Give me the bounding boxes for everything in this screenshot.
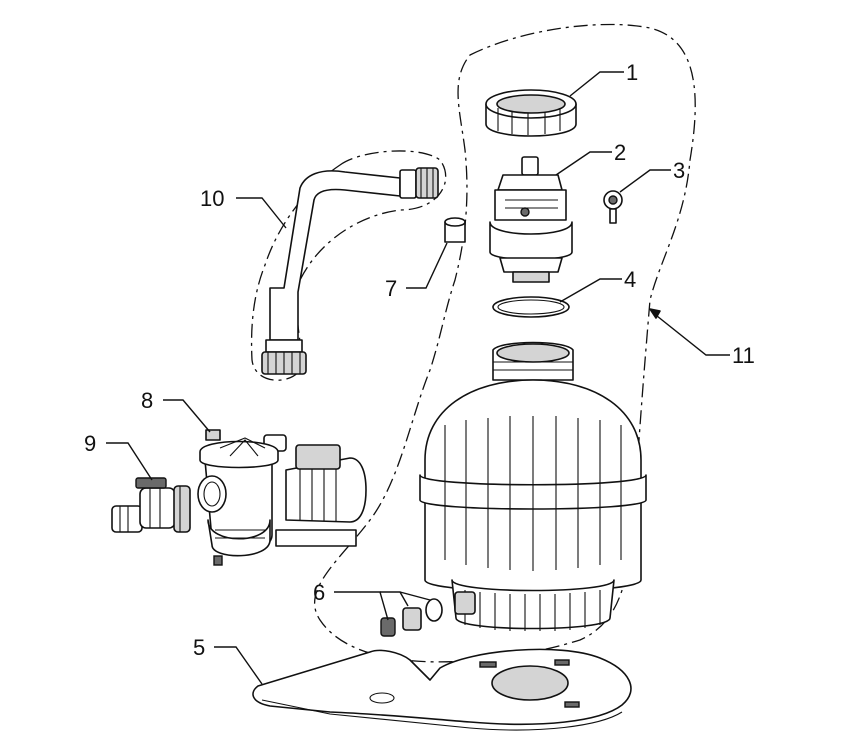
leader-4 (559, 278, 622, 303)
part-8-pump (197, 429, 367, 566)
leader-7 (406, 242, 448, 289)
callout-4: 4 (624, 267, 636, 292)
leader-9 (106, 442, 153, 481)
callout-7: 7 (385, 276, 397, 301)
part-3-pressure-gauge (603, 190, 623, 224)
callout-8: 8 (141, 388, 153, 413)
leader-lines (106, 71, 730, 685)
part-5-base-plate (252, 648, 632, 731)
leader-6c (399, 591, 431, 601)
callout-5: 5 (193, 635, 205, 660)
callout-9: 9 (84, 431, 96, 456)
leader-10 (236, 197, 287, 229)
leader-2 (555, 151, 612, 176)
part-4-o-ring-inner (497, 299, 565, 315)
leader-11 (651, 311, 730, 356)
callout-3: 3 (673, 158, 685, 183)
callout-labels: 1 2 3 4 7 10 11 8 9 6 5 (84, 60, 755, 660)
leader-11-arrow (649, 308, 661, 319)
leader-8 (163, 399, 211, 433)
callout-11: 11 (732, 343, 755, 368)
part-10-pipe (261, 167, 439, 375)
callout-10: 10 (200, 186, 224, 211)
part-6-drain-fittings (380, 598, 443, 637)
callout-6: 6 (313, 580, 325, 605)
callout-2: 2 (614, 140, 626, 165)
part-7-coupling (444, 217, 466, 243)
leader-5 (214, 646, 263, 685)
callout-1: 1 (626, 60, 638, 85)
leader-3 (619, 169, 671, 193)
leader-6b (380, 591, 409, 607)
group-outline-pipe (250, 150, 447, 381)
part-1-threaded-ring (485, 89, 577, 137)
part-2-multiport-valve (489, 156, 573, 283)
leader-6 (334, 591, 389, 621)
part-9-ball-valve (111, 477, 191, 533)
part-11-filter-tank (419, 341, 647, 631)
leader-1 (569, 71, 624, 97)
part-4-o-ring (492, 296, 570, 318)
group-outline-filter-assembly (314, 23, 696, 663)
